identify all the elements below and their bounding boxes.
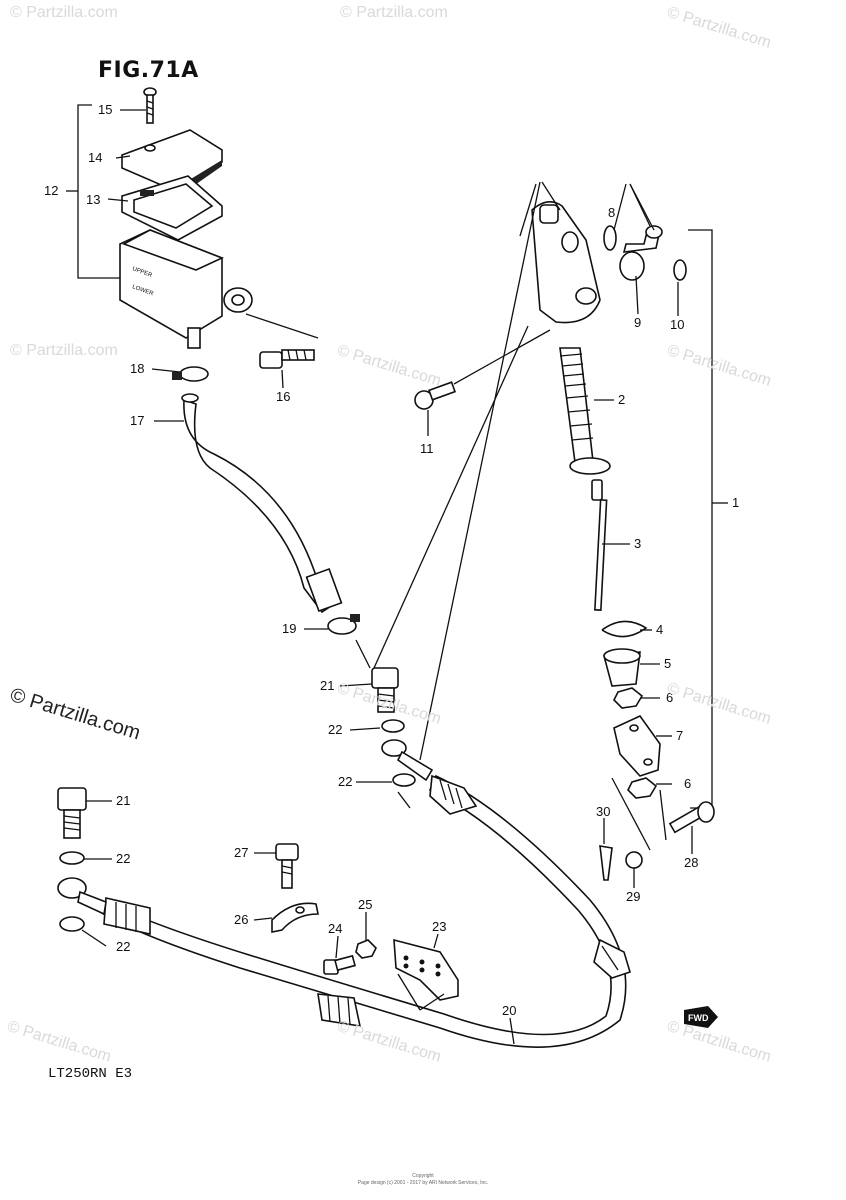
callout-24: 24 <box>328 921 343 936</box>
clevis-7 <box>613 714 661 777</box>
oring-8 <box>603 225 617 251</box>
callout-27: 27 <box>234 845 249 860</box>
washer-29 <box>625 851 643 869</box>
callout-28: 28 <box>684 855 699 870</box>
banjo-fitting-lower <box>57 877 107 916</box>
piston-2 <box>559 347 611 475</box>
washer-22-d <box>59 916 85 932</box>
callout-22-d: 22 <box>116 939 131 954</box>
banjo-bolt-21-lower <box>57 787 87 839</box>
washer-22-a <box>381 719 405 733</box>
callout-21-lower: 21 <box>116 793 131 808</box>
reservoir-hose-17 <box>181 393 343 614</box>
footer-page-design: Page design (c) 2001 - 2017 by ARI Netwo… <box>357 1180 489 1186</box>
callout-30: 30 <box>596 804 611 819</box>
callout-5: 5 <box>664 656 672 671</box>
watermark: © Partzilla.com <box>340 4 448 21</box>
callout-19: 19 <box>282 621 297 636</box>
callout-17: 17 <box>130 413 145 428</box>
callout-23: 23 <box>432 919 447 934</box>
nut-6-lower <box>627 777 658 799</box>
watermark: © Partzilla.com <box>10 4 118 21</box>
nut-6-upper <box>613 687 644 709</box>
hose-clamp-26 <box>271 902 319 933</box>
callout-15: 15 <box>98 102 113 117</box>
push-rod-3 <box>591 479 608 611</box>
callout-11: 11 <box>420 441 434 456</box>
callout-25: 25 <box>358 897 373 912</box>
hose-guide-23 <box>393 938 459 1001</box>
banjo-bolt-21-upper <box>371 667 399 713</box>
callout-3: 3 <box>634 536 642 551</box>
callout-22-b: 22 <box>338 774 353 789</box>
callout-18: 18 <box>130 361 145 376</box>
callout-16: 16 <box>276 389 291 404</box>
washer-22-b <box>392 773 416 787</box>
washer-10 <box>673 259 687 281</box>
callout-6-lower: 6 <box>684 776 692 791</box>
callout-22-a: 22 <box>328 722 343 737</box>
callout-14: 14 <box>88 150 103 165</box>
boot-5 <box>602 648 641 687</box>
circlip-4 <box>601 620 648 638</box>
callout-7: 7 <box>676 728 684 743</box>
washer-22-c <box>59 851 85 865</box>
watermark: © Partzilla.com <box>10 342 118 359</box>
callout-21-upper: 21 <box>320 678 335 693</box>
model-code: LT250RN E3 <box>48 1066 133 1082</box>
callout-10: 10 <box>670 317 685 332</box>
footer-copyright: Copyright <box>412 1173 434 1179</box>
master-cylinder-body <box>531 201 601 324</box>
bolt-24 <box>323 954 356 975</box>
callout-4: 4 <box>656 622 664 637</box>
callout-13: 13 <box>86 192 101 207</box>
elbow-9 <box>619 225 663 281</box>
callout-9: 9 <box>634 315 642 330</box>
banjo-fitting-upper <box>381 739 434 782</box>
screw-15 <box>143 87 157 124</box>
diaphragm-13 <box>121 175 223 241</box>
screw-11 <box>414 381 457 410</box>
callout-12: 12 <box>44 183 59 198</box>
callout-20: 20 <box>502 1003 517 1018</box>
callout-1: 1 <box>732 495 740 510</box>
callout-8: 8 <box>608 205 616 220</box>
fwd-label: FWD <box>688 1013 709 1023</box>
pin-28 <box>668 801 715 834</box>
forward-arrow-icon: FWD <box>684 1006 718 1028</box>
clamp-18 <box>172 366 209 382</box>
callout-29: 29 <box>626 889 641 904</box>
nut-25 <box>355 939 377 959</box>
callout-22-c: 22 <box>116 851 131 866</box>
callout-2: 2 <box>618 392 626 407</box>
bolt-16 <box>259 349 315 369</box>
cotter-pin-30 <box>599 845 613 881</box>
bolt-27 <box>275 843 299 889</box>
reservoir-body-12: UPPER LOWER <box>119 229 253 349</box>
clamp-19 <box>327 614 360 635</box>
callout-26: 26 <box>234 912 249 927</box>
callout-6-upper: 6 <box>666 690 674 705</box>
figure-title: FIG.71A <box>98 58 199 83</box>
